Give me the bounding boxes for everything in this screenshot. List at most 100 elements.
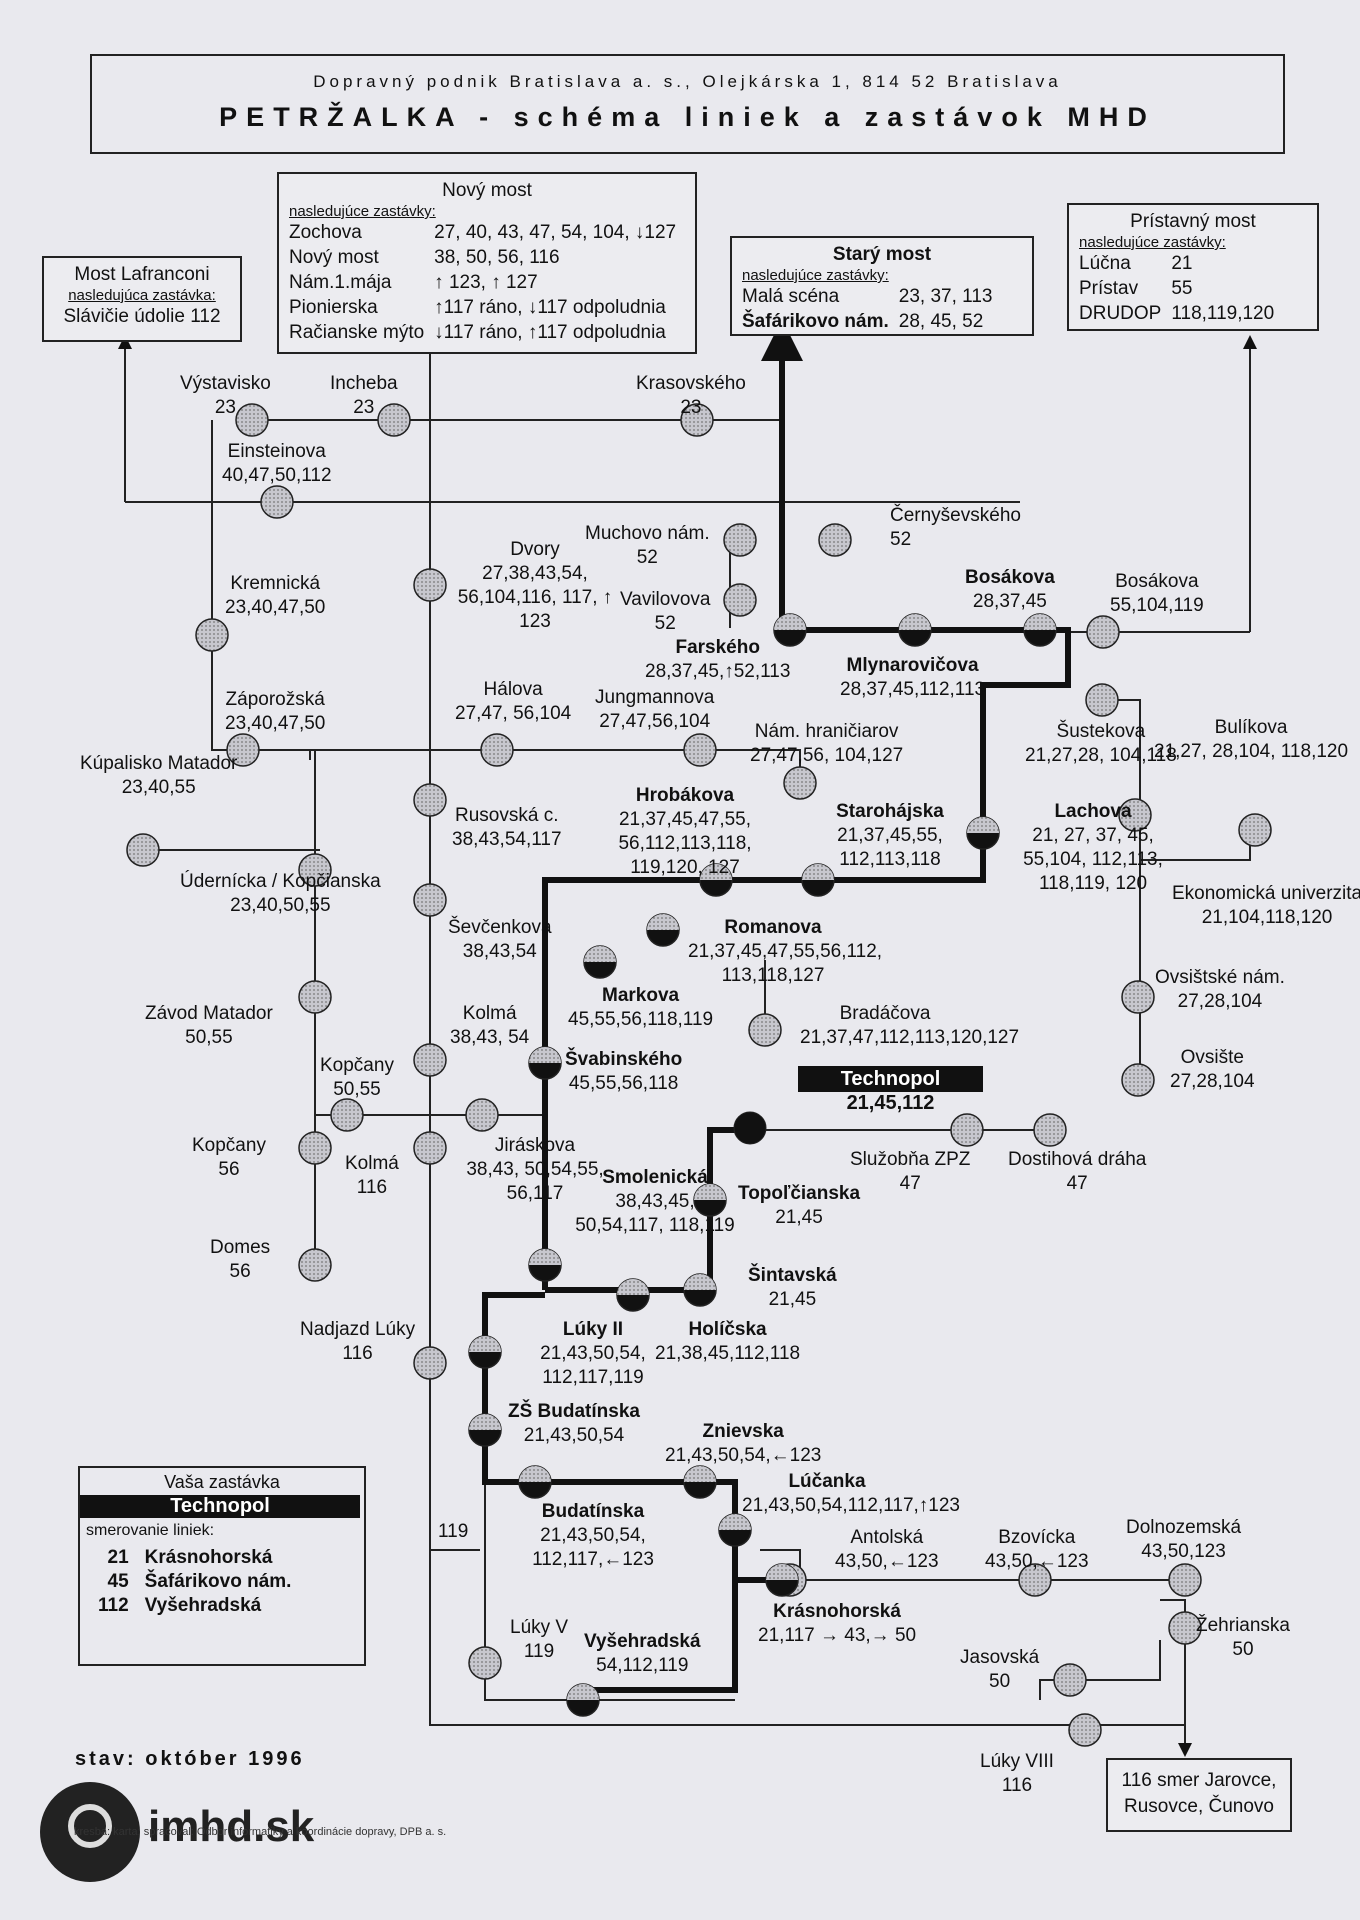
credit-line: kresba: karta; spracoval: Odbor informat… [74, 1826, 447, 1838]
stop-lines: 52 [890, 529, 912, 550]
stop-marker-half [567, 1684, 599, 1700]
stop-marker-lukyviii[interactable] [1068, 1713, 1102, 1747]
stop-marker-bradacova[interactable] [748, 1013, 782, 1047]
stop-marker-cernysevskeho[interactable] [818, 523, 852, 557]
stop-marker-domes[interactable] [298, 1248, 332, 1282]
stop-marker-bosakova2[interactable] [1086, 615, 1120, 649]
stop-marker-zavod[interactable] [298, 980, 332, 1014]
stop-lines: 27,28,104 [1170, 1071, 1255, 1092]
stop-lines: 40,47,50,112 [222, 465, 332, 486]
stop-marker-technopol[interactable] [733, 1111, 767, 1145]
stop-marker-ovsiste[interactable] [1121, 1063, 1155, 1097]
stop-marker-halova[interactable] [480, 733, 514, 767]
stop-marker-vavilovova[interactable] [723, 583, 757, 617]
stop-marker-kolma1[interactable] [413, 1043, 447, 1077]
stop-lines: 27,38,43,54, 56,104,116, 117, ↑ 123 [457, 563, 613, 632]
stop-marker-zehrianska[interactable] [1168, 1611, 1202, 1645]
stop-marker-kopcany1[interactable] [330, 1098, 364, 1132]
stop-lines: 52 [636, 547, 658, 568]
bridge-title: Nový most [442, 180, 532, 201]
stop-name: DRUDOP [1079, 303, 1162, 324]
stop-lines: 45,55,56,118 [568, 1073, 679, 1094]
bridge-note: nasledujúce zastávky: [742, 267, 889, 284]
stop-lines: 27,47,56,104 [599, 711, 711, 732]
stop-marker-sluzobna[interactable] [950, 1113, 984, 1147]
stop-marker-bulikova[interactable] [1118, 798, 1152, 832]
stop-lines: 50,55 [333, 1079, 381, 1100]
stop-marker-half [802, 864, 834, 880]
stop-marker-vystavisko[interactable] [235, 403, 269, 437]
stop-marker-zaporozska[interactable] [226, 733, 260, 767]
stop-marker-dvory[interactable] [413, 568, 447, 602]
stop-name: Černyševského [890, 505, 1021, 526]
line-destination: Vyšehradská [144, 1595, 262, 1616]
stop-marker-ovsistske[interactable] [1121, 980, 1155, 1014]
stop-marker-muchovo[interactable] [723, 523, 757, 557]
stop-marker-jungmannova[interactable] [683, 733, 717, 767]
stop-lines: 21,37,45,47,55, 56,112,113,118, 119,120,… [618, 809, 752, 878]
stop-marker-nadjazd[interactable] [413, 1346, 447, 1380]
stop-lines: 21,27,28, 104,118 [1025, 745, 1177, 766]
stop-name: Bzovícka [998, 1527, 1076, 1548]
stop-marker-udernicka[interactable] [298, 853, 332, 887]
stop-marker-krasovskeho[interactable] [680, 403, 714, 437]
stop-name: Jungmannova [595, 687, 715, 708]
stop-name: Jasovská [960, 1647, 1040, 1668]
stop-marker-einsteinova[interactable] [260, 485, 294, 519]
stop-marker-kremnicka[interactable] [195, 618, 229, 652]
stop-marker-half [774, 614, 806, 630]
stop-name: Hálova [483, 679, 543, 700]
stop-name: Muchovo nám. [585, 523, 710, 544]
stop-name: Ovsište [1180, 1047, 1244, 1068]
stop-marker-dostihova[interactable] [1033, 1113, 1067, 1147]
stop-marker-half [719, 1514, 751, 1530]
stop-marker-sevcenkova[interactable] [413, 883, 447, 917]
stop-marker-jiraskova[interactable] [465, 1098, 499, 1132]
stop-marker-kolma2[interactable] [413, 1131, 447, 1165]
stop-lines: 116 [1001, 1775, 1033, 1796]
stop-lines: 21,37,47,112,113,120,127 [800, 1027, 1020, 1048]
stop-lines: 50,55 [185, 1027, 233, 1048]
stop-marker-lukyv[interactable] [468, 1646, 502, 1680]
stop-name: Lachova [1054, 801, 1132, 822]
stop-marker-ekonomicka[interactable] [1238, 813, 1272, 847]
stop-lines: 56 [218, 1159, 240, 1180]
stop-name: Kolmá [462, 1003, 517, 1024]
logo-text: imhd.sk [148, 1802, 315, 1851]
stop-marker-dolnozemska[interactable] [1168, 1563, 1202, 1597]
legend-current-stop: Technopol [80, 1495, 360, 1518]
stop-marker-hranicarov[interactable] [783, 766, 817, 800]
stop-marker-incheba[interactable] [377, 403, 411, 437]
stop-name: Ekonomická univerzita [1172, 883, 1360, 904]
stop-marker-jasovska[interactable] [1053, 1663, 1087, 1697]
destination-box: 116 smer Jarovce, Rusovce, Čunovo [1106, 1758, 1292, 1832]
stop-name: Bosákova [965, 567, 1055, 588]
legend: Vaša zastávka Technopol smerovanie linie… [78, 1466, 366, 1666]
stop-label-cernysevskeho: Černyševského 52 [890, 504, 1021, 552]
stop-marker-kupalisko[interactable] [126, 833, 160, 867]
stop-marker-kopcany2[interactable] [298, 1131, 332, 1165]
stop-name: Markova [602, 985, 680, 1006]
stop-lines: 23 [214, 397, 236, 418]
bridge-title: Most Lafranconi [74, 264, 210, 285]
stop-lines: 27, 40, 43, 47, 54, 104, ↓127 [434, 222, 677, 243]
stop-name: Nadjazd Lúky [300, 1319, 416, 1340]
line-segment [1160, 1599, 1186, 1740]
stop-name: Kremnická [230, 573, 321, 594]
stop-marker-bzovicka[interactable] [1018, 1563, 1052, 1597]
stop-marker-rusovska[interactable] [413, 783, 447, 817]
stop-marker-sustekova[interactable] [1085, 683, 1119, 717]
